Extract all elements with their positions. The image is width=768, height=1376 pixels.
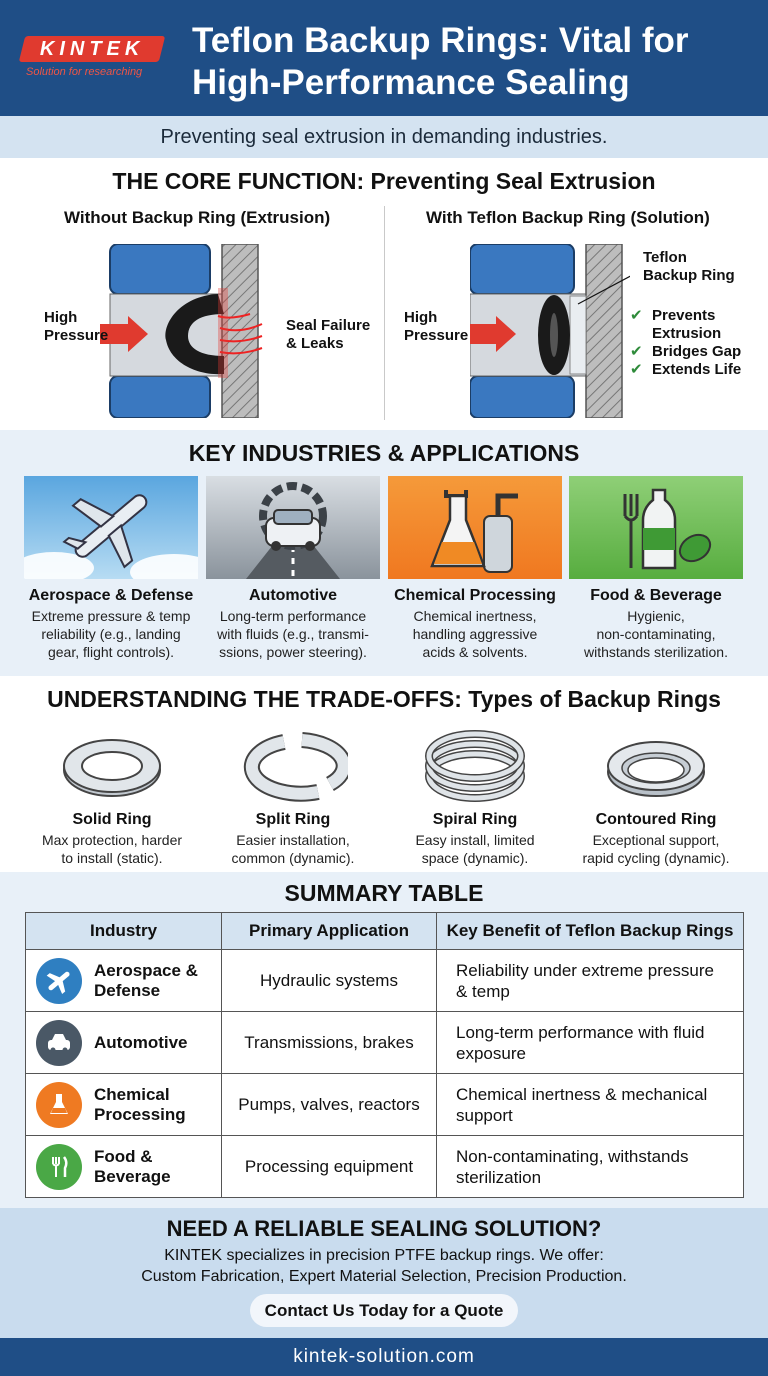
industry-label: Aerospace &Defense — [94, 960, 198, 1000]
industry-label: Food &Beverage — [94, 1146, 171, 1186]
table-header-row: Industry Primary Application Key Benefit… — [25, 912, 744, 950]
industry-name: Food & Beverage — [590, 587, 722, 604]
column-header: Primary Application — [221, 912, 437, 950]
cta-text: KINTEK specializes in precision PTFE bac… — [141, 1247, 627, 1285]
title-line-1: Teflon Backup Rings: Vital for — [192, 21, 689, 60]
table-row: Food &Beverage Processing equipment Non-… — [25, 1135, 744, 1198]
ring-desc: Easier installation,common (dynamic). — [231, 832, 355, 866]
solid-ring-icon — [63, 739, 161, 797]
application-cell: Processing equipment — [221, 1135, 437, 1198]
ring-name: Contoured Ring — [595, 811, 717, 828]
industry-card-chemical: Chemical Processing Chemical inertness,h… — [388, 476, 562, 661]
title-line-2: High-Performance Sealing — [192, 63, 630, 102]
table-row: Aerospace &Defense Hydraulic systems Rel… — [25, 949, 744, 1012]
spiral-ring-icon — [425, 730, 525, 802]
benefit-extrusion: Extrusion — [652, 325, 722, 342]
car-icon — [36, 1019, 82, 1066]
industry-card-aerospace: Aerospace & Defense Extreme pressure & t… — [24, 476, 198, 661]
subtitle: Preventing seal extrusion in demanding i… — [0, 116, 768, 158]
summary-title: SUMMARY TABLE — [284, 880, 484, 906]
application-cell: Hydraulic systems — [221, 949, 437, 1012]
benefit-cell: Reliability under extreme pressure& temp — [436, 949, 744, 1012]
flask-icon — [388, 476, 562, 579]
ring-type-contoured: Contoured Ring Exceptional support,rapid… — [561, 730, 751, 867]
benefits-list: ✔Prevents Extrusion ✔Bridges Gap ✔Extend… — [630, 307, 742, 378]
divider — [384, 206, 385, 420]
seal-failure-label: Seal Failure& Leaks — [286, 317, 371, 352]
ring-name: Solid Ring — [72, 811, 152, 828]
industry-name: Aerospace & Defense — [28, 587, 194, 604]
header: KINTEK Solution for researching Teflon B… — [0, 0, 768, 116]
table-row: Automotive Transmissions, brakes Long-te… — [25, 1011, 744, 1074]
ring-name: Spiral Ring — [432, 811, 518, 828]
industry-name: Automotive — [249, 587, 337, 604]
industry-desc: Hygienic,non-contaminating,withstands st… — [584, 608, 728, 660]
footer-url-link[interactable]: kintek-solution.com — [0, 1338, 768, 1376]
application-cell: Transmissions, brakes — [221, 1011, 437, 1074]
page-title: Teflon Backup Rings: Vital for High-Perf… — [192, 20, 762, 104]
fork-knife-icon — [36, 1143, 82, 1190]
airplane-icon — [24, 476, 198, 579]
industry-label: Automotive — [94, 1032, 188, 1052]
cta-title: NEED A RELIABLE SEALING SOLUTION? — [166, 1216, 602, 1241]
column-header: Key Benefit of Teflon Backup Rings — [436, 912, 744, 950]
industry-name: Chemical Processing — [394, 587, 556, 604]
without-ring-heading: Without Backup Ring (Extrusion) — [64, 208, 331, 227]
ring-name: Split Ring — [255, 811, 331, 828]
core-function-title: THE CORE FUNCTION: Preventing Seal Extru… — [112, 168, 656, 194]
industry-card-food: Food & Beverage Hygienic,non-contaminati… — [569, 476, 743, 661]
check-icon: ✔ — [630, 343, 643, 360]
split-ring-icon — [243, 732, 352, 802]
logo-text: KINTEK — [39, 37, 145, 60]
car-gear-icon — [206, 476, 380, 579]
fork-bottle-icon — [569, 476, 743, 579]
kintek-logo[interactable]: KINTEK Solution for researching — [18, 36, 172, 78]
contact-quote-button[interactable]: Contact Us Today for a Quote — [250, 1294, 518, 1327]
ring-type-split: Split Ring Easier installation,common (d… — [198, 730, 388, 867]
extrusion-diagram — [100, 244, 263, 418]
backup-ring-diagram — [470, 244, 630, 418]
flask-icon — [36, 1081, 82, 1128]
contoured-ring-icon — [607, 741, 705, 797]
column-header: Industry — [25, 912, 222, 950]
industries-title: KEY INDUSTRIES & APPLICATIONS — [188, 440, 580, 466]
check-icon: ✔ — [630, 361, 643, 378]
airplane-icon — [36, 957, 82, 1004]
with-ring-heading: With Teflon Backup Ring (Solution) — [426, 208, 710, 227]
check-icon: ✔ — [630, 307, 643, 324]
logo-tagline: Solution for researching — [26, 66, 143, 78]
ring-types-title: UNDERSTANDING THE TRADE-OFFS: Types of B… — [47, 686, 721, 712]
application-cell: Pumps, valves, reactors — [221, 1073, 437, 1136]
summary-table: Industry Primary Application Key Benefit… — [25, 912, 744, 1198]
ring-desc: Exceptional support,rapid cycling (dynam… — [582, 832, 730, 866]
